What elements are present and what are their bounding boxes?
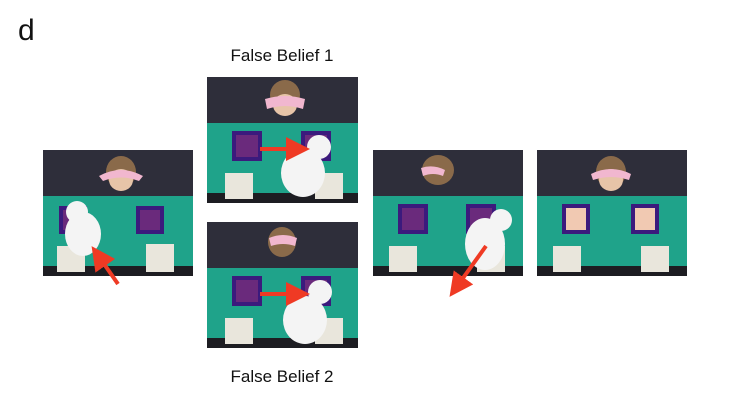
video-frame-false-belief-1 (207, 77, 358, 203)
video-frame-end (537, 150, 687, 276)
label-false-belief-1: False Belief 1 (230, 46, 334, 65)
video-frame-exit (373, 150, 523, 276)
video-frame-false-belief-2 (207, 222, 358, 348)
panel-label: d (18, 14, 35, 47)
video-frame-start (43, 150, 193, 276)
label-false-belief-2: False Belief 2 (230, 367, 334, 386)
